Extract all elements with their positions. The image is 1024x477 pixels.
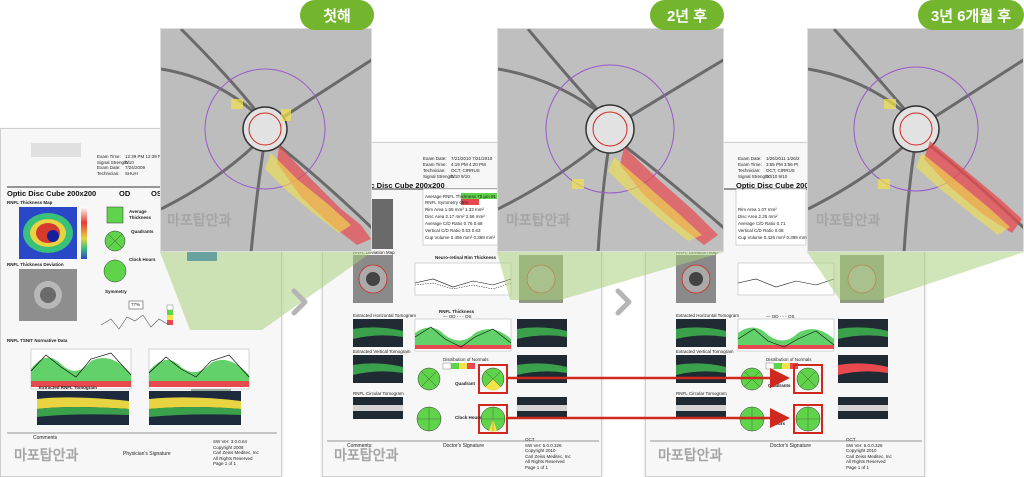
exam-header-labels: Exam Time: Signal Strength: Exam Date: T… (97, 154, 130, 176)
doctor-signature: Doctor's Signature (443, 443, 484, 449)
signal-label: Signal Strength: (423, 174, 456, 179)
timepoint-badge-second: 2년 후 (650, 0, 724, 30)
exam-date-value: 1/26/2011 1/26/2 (766, 156, 800, 161)
watermark: 마포탑안과 (506, 212, 571, 228)
os-label: OS (151, 189, 162, 198)
fundus-zoom-first (160, 28, 372, 252)
rnfl-map-label: RNFL Thickness Map (7, 200, 53, 205)
table-row: Cup Volume 0.456 mm³ 0.369 mm³ (425, 235, 496, 240)
extracted-tomogram-label: Extracted RNFL Tomogram (39, 385, 97, 390)
quadrant-label: Quadrant (455, 381, 476, 386)
exam-time-label: Exam Time: (738, 162, 762, 167)
rnfl-thickness-label: RNFL Thickness (439, 309, 475, 314)
footer-info: OCT SW Ver: 5.0.0.326 Copyright 2010 Car… (846, 437, 892, 470)
watermark: 마포탑안과 (334, 447, 399, 463)
distribution-label: Distribution of Normals (766, 357, 812, 362)
technician-label: Technician: (738, 168, 761, 173)
report-title: nd ONH:Optic Disc Cube 200x200 (325, 181, 445, 190)
table-row: Rim Area 1.59 mm² 1.33 mm² (425, 207, 485, 212)
symmetry-label: Symmetry (105, 289, 127, 294)
exam-date-value: 7/21/2010 7/21/2010 (451, 156, 493, 161)
doctor-signature: Doctor's Signature (770, 443, 811, 449)
report-title: Optic Disc Cube 200x200 (736, 181, 826, 190)
table-row: Vertical C/D Ratio 0.63 0.63 (425, 228, 481, 233)
horizontal-tomogram-label: Extracted Horizontal Tomogram (676, 313, 739, 318)
footer-info: OCT SW Ver: 5.0.0.326 Copyright 2010 Car… (525, 437, 571, 470)
watermark: 마포탑안과 (167, 212, 232, 228)
signal-value: 8/10 9/10 (451, 174, 470, 179)
comments-label: Comments (33, 435, 58, 441)
table-row: Cup Volume 0.426 mm³ 0.399 mm³ (738, 235, 809, 240)
circular-tomogram-label: RNFL Circular Tomogram (676, 391, 727, 396)
series-legend: — OD - - - OS (443, 314, 472, 319)
timepoint-badge-third: 3년 6개월 후 (918, 0, 1024, 30)
exam-date-label: Exam Date: (738, 156, 762, 161)
footer-info: SW Ver: 3.0.0.64 Copyright 2008 Carl Zei… (213, 439, 259, 466)
technician-value: OCT, CIRRUS (766, 168, 795, 173)
od-label: OD (119, 189, 131, 198)
technician-value: OCT, CIRRUS (451, 168, 480, 173)
chevron-right-icon (615, 288, 632, 316)
hours-label: Hours (772, 421, 786, 426)
table-row: Rim Area 1.07 mm² (738, 207, 777, 212)
fundus-zoom-second (497, 28, 724, 252)
chevron-right-icon (291, 288, 308, 316)
table-row: Disc Area 2.25 mm² (738, 214, 778, 219)
circular-tomogram-label: RNFL Circular Tomogram (353, 391, 404, 396)
table-row: Disc Area 2.17 mm² 2.56 mm² (425, 214, 485, 219)
watermark: 마포탑안과 (816, 212, 881, 228)
symmetry-value: 77% (131, 302, 141, 307)
timepoint-badge-first: 첫해 (300, 0, 374, 30)
quadrants-label: Quadrants (768, 383, 791, 388)
horizontal-tomogram-label: Extracted Horizontal Tomogram (353, 313, 416, 318)
series-legend: — OD - - - OS (766, 314, 795, 319)
technician-label: Technician: (423, 168, 446, 173)
exam-header-values: 12:39 PM 12:39 PM 9/10 7/24/2009 SHUH (125, 154, 165, 176)
watermark: 마포탑안과 (658, 447, 723, 463)
report-graphics (7, 143, 277, 434)
physician-signature: Physician's Signature (123, 451, 171, 457)
table-row: Average C/D Ratio 0.71 (738, 221, 786, 226)
table-row: Average C/D Ratio 0.76 0.68 (425, 221, 483, 226)
exam-time-value: 4:19 PM 4:20 PM (451, 162, 486, 167)
vertical-tomogram-label: Extracted Vertical Tomogram (353, 349, 411, 354)
fundus-image (161, 29, 371, 251)
exam-time-label: Exam Time: (423, 162, 447, 167)
rnfl-deviation-label: RNFL Thickness Deviation (7, 262, 64, 267)
comments-label: Comments: (347, 443, 373, 449)
clock-hours-label: Clock Hours (129, 257, 156, 262)
vertical-tomogram-label: Extracted Vertical Tomogram (676, 349, 734, 354)
tsnit-label: RNFL TSNIT Normative Data (7, 338, 68, 343)
fundus-zoom-third (807, 28, 1024, 252)
neuro-rim-label: Neuro-retinal Rim Thickness (435, 255, 497, 260)
deviation-map-label: RNFL Deviation Map (353, 250, 395, 255)
clock-hours-label: Clock Hours (455, 415, 482, 420)
blurred-patient-info (31, 143, 81, 157)
signal-value: 10/10 9/10 (766, 174, 788, 179)
report-title: Optic Disc Cube 200x200 (7, 189, 97, 198)
table-row: RNFL Symmetry 65% (425, 200, 469, 205)
distribution-label: Distribution of Normals (443, 357, 489, 362)
fundus-image (498, 29, 723, 251)
exam-time-value: 3:55 PM 3:56 PI (766, 162, 799, 167)
quadrants-label: Quadrants (131, 229, 154, 234)
report-graphics (327, 188, 599, 442)
exam-date-label: Exam Date: (423, 156, 447, 161)
fundus-image (808, 29, 1023, 251)
watermark: 마포탑안과 (14, 447, 79, 463)
table-row: Vertical C/D Ratio 0.08 (738, 228, 784, 233)
signal-label: Signal Strength: (738, 174, 771, 179)
average-thickness-label: Average Thickness (129, 209, 152, 220)
table-row: Average RNFL Thickness 75 μm 91 μm (425, 194, 504, 199)
